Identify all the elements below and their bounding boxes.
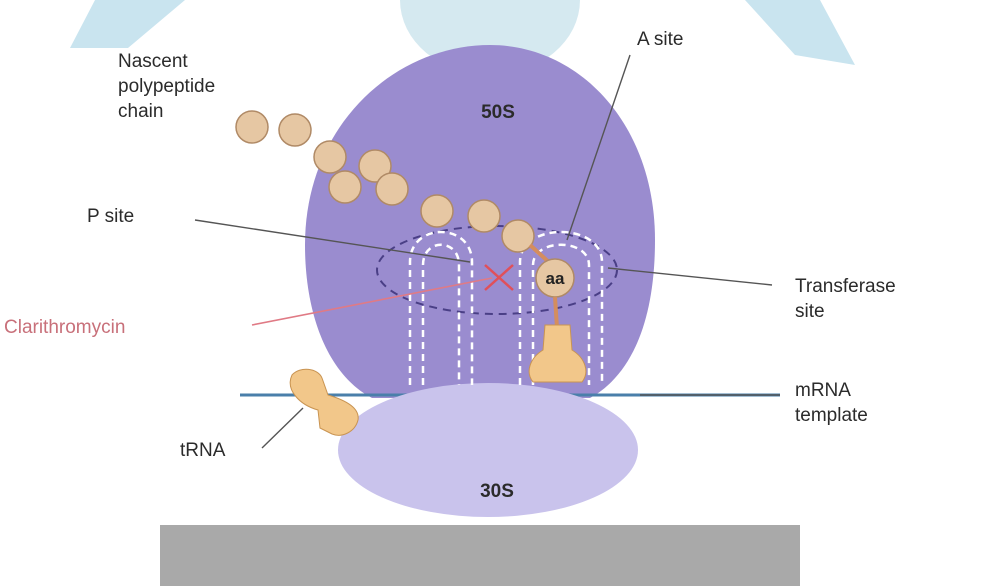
peptide-bead: [236, 111, 268, 143]
label-transferase-2: site: [795, 301, 825, 322]
label-mrna-1: mRNA: [795, 380, 851, 401]
peptide-bead: [502, 220, 534, 252]
label-mrna-2: template: [795, 405, 868, 426]
peptide-bead: [329, 171, 361, 203]
label-a-site: A site: [637, 29, 683, 50]
label-nascent-3: chain: [118, 101, 163, 122]
label-transferase-1: Transferase: [795, 276, 896, 297]
peptide-bead: [468, 200, 500, 232]
peptide-bead: [314, 141, 346, 173]
label-nascent-2: polypeptide: [118, 76, 215, 97]
label-p-site: P site: [87, 206, 134, 227]
peptide-bead: [421, 195, 453, 227]
aa-label: aa: [546, 269, 565, 288]
label-30s: 30S: [480, 481, 514, 502]
peptide-bead: [376, 173, 408, 205]
label-nascent-1: Nascent: [118, 51, 188, 72]
label-trna: tRNA: [180, 440, 226, 461]
label-clarithromycin: Clarithromycin: [4, 317, 125, 338]
label-50s: 50S: [481, 102, 515, 123]
peptide-bead: [279, 114, 311, 146]
